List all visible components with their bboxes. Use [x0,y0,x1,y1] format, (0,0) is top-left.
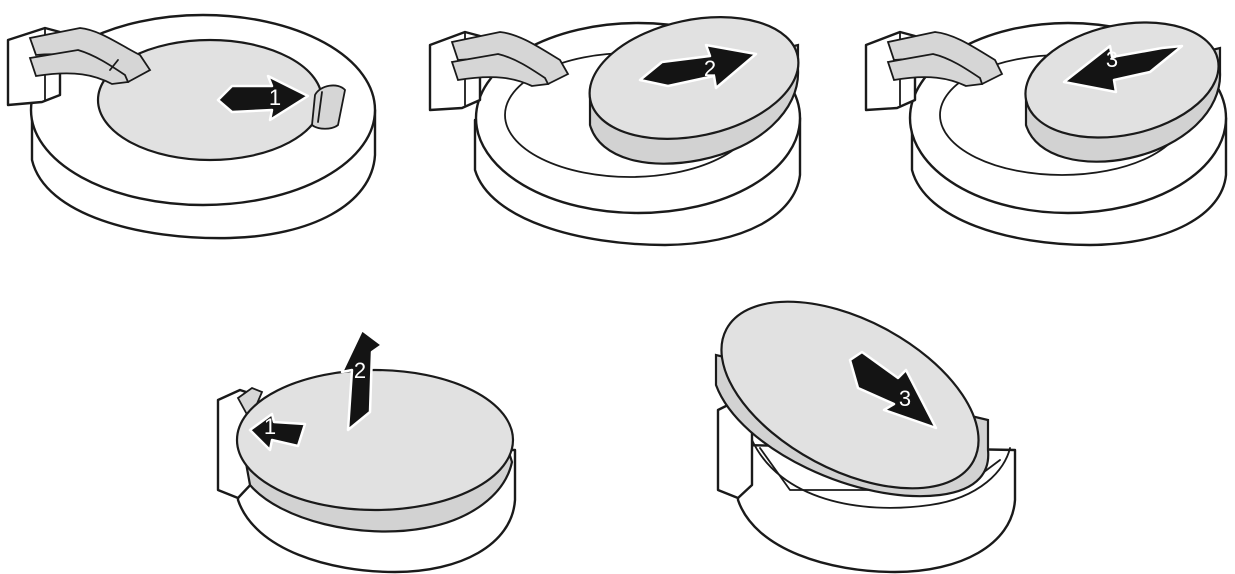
step-label: 2 [354,358,366,383]
step-label: 1 [264,414,276,439]
step-label: 1 [269,85,281,110]
panel-3 [866,6,1229,245]
step-label: 3 [899,386,911,411]
panel-5 [691,263,1015,572]
panel-2 [430,0,810,245]
step-label: 3 [1106,47,1118,72]
panel-1 [8,15,375,238]
step-label: 2 [704,56,716,81]
